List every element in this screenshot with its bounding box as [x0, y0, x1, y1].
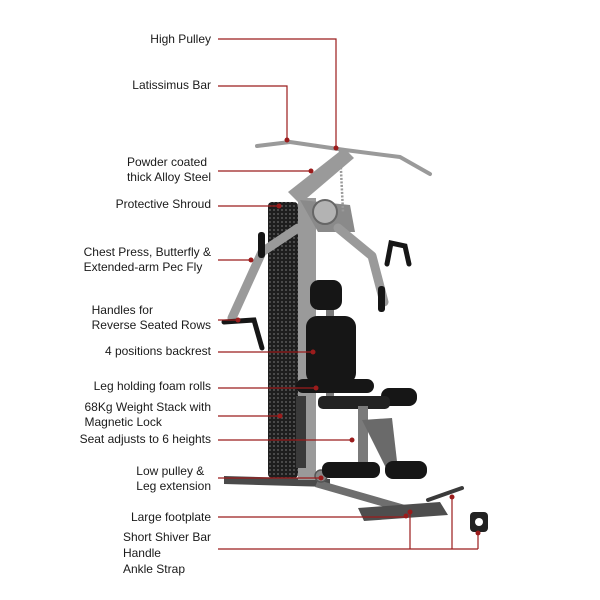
callout-text: Powder coated — [126, 155, 208, 169]
high-pulley-wheel — [312, 199, 338, 225]
callout-text: Protective Shroud — [115, 197, 211, 211]
leg-extension-arm — [362, 418, 398, 472]
callout-text: Chest Press, Butterfly & — [83, 245, 211, 259]
callout-footplate: Large footplate — [131, 510, 211, 525]
weight-plates — [296, 396, 306, 468]
protective-shroud — [268, 202, 298, 478]
leader-dot — [235, 317, 241, 323]
callout-text: Ankle Strap — [122, 562, 185, 576]
callout-text: Magnetic Lock — [84, 414, 162, 429]
ankle-strap-ring — [475, 518, 483, 526]
lower-foam-roll-left — [322, 462, 380, 478]
callout-text: Seat adjusts to 6 heights — [79, 432, 211, 446]
callout-text: Leg holding foam rolls — [93, 379, 211, 393]
leader-dot — [407, 509, 413, 515]
callout-low-pulley: Low pulley & Leg extension — [136, 464, 211, 493]
leader-dot — [475, 530, 481, 536]
callout-text: thick Alloy Steel — [126, 170, 211, 184]
front-base — [315, 480, 405, 512]
callout-seat-adjust: Seat adjusts to 6 heights — [80, 432, 211, 447]
callout-row-handles: Handles for Reverse Seated Rows — [92, 303, 211, 332]
seat-post — [358, 406, 368, 464]
callout-text: Extended-arm Pec Fly — [83, 260, 203, 274]
leader-dot — [403, 513, 409, 519]
leader-dot — [313, 385, 319, 391]
callout-latissimus-bar: Latissimus Bar — [132, 78, 211, 93]
callout-text: Reverse Seated Rows — [91, 317, 211, 332]
callout-text: Leg extension — [136, 478, 211, 493]
callout-text: Handle — [122, 546, 161, 560]
top-boom — [288, 148, 354, 204]
leader-dot — [277, 413, 283, 419]
leader-dot — [284, 137, 290, 143]
callout-text: High Pulley — [150, 32, 211, 46]
right-press-grip — [378, 286, 385, 312]
leader-latissimus-bar — [218, 85, 288, 140]
callout-weight-stack: 68Kg Weight Stack with Magnetic Lock — [84, 400, 211, 429]
leader-dot — [308, 168, 314, 174]
right-press-handle — [384, 240, 412, 267]
callout-powder-coated: Powder coated thick Alloy Steel — [127, 155, 211, 185]
footplate — [358, 502, 448, 521]
callout-chest-press: Chest Press, Butterfly & Extended-arm Pe… — [84, 245, 211, 275]
callout-high-pulley: High Pulley — [150, 32, 211, 47]
lower-foam-roll-right — [385, 461, 427, 479]
leader-dot — [333, 145, 339, 151]
leader-dot — [318, 475, 324, 481]
callout-text: Handles for — [91, 303, 153, 317]
leader-dot — [310, 349, 316, 355]
seat-pad — [318, 396, 390, 409]
callout-backrest: 4 positions backrest — [105, 344, 211, 359]
callout-text: Short Shiver Bar — [122, 530, 211, 544]
callout-foam-rolls: Leg holding foam rolls — [94, 379, 211, 394]
backrest — [306, 316, 356, 384]
row-handle — [221, 317, 265, 351]
callout-text: Latissimus Bar — [132, 78, 211, 92]
leader-dot — [349, 437, 355, 443]
headrest — [310, 280, 342, 310]
callout-accessories: Short Shiver Bar Handle Ankle Strap — [123, 529, 211, 577]
latissimus-bar — [255, 140, 432, 176]
callout-text: 4 positions backrest — [104, 344, 211, 358]
callout-text: 68Kg Weight Stack with — [84, 400, 211, 414]
footplate-handle — [426, 486, 464, 502]
leader-high-pulley — [218, 38, 337, 148]
leader-dot — [449, 494, 455, 500]
callout-text: Low pulley & — [136, 464, 205, 478]
leader-dot — [248, 257, 254, 263]
callout-text: Large footplate — [130, 510, 211, 524]
leader-dot — [276, 203, 282, 209]
callout-protective-shroud: Protective Shroud — [116, 197, 211, 212]
left-press-handle — [258, 232, 265, 258]
